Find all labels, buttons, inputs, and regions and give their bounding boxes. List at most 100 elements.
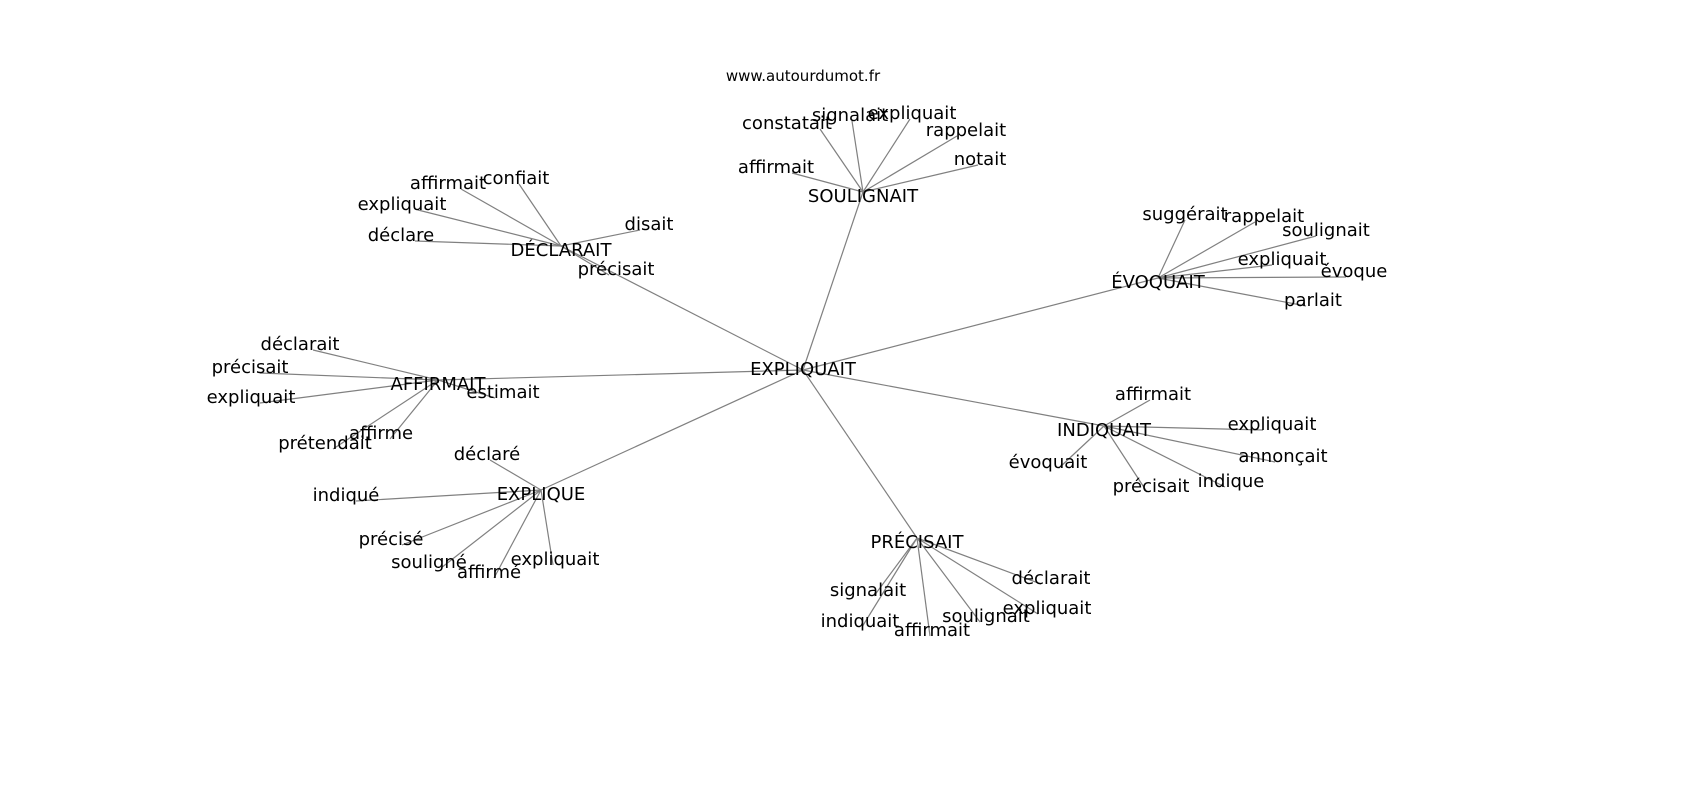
edge-hub-leaf — [560, 229, 641, 247]
edge-hub-leaf — [916, 537, 981, 623]
edge-hub-leaf — [861, 537, 918, 628]
leaf-node: souligné — [391, 552, 467, 573]
edge-hub-leaf — [460, 188, 562, 247]
leaf-node: affirmait — [738, 157, 814, 178]
hub-node: DÉCLARAIT — [511, 239, 613, 261]
hub-node: AFFIRMAIT — [391, 374, 487, 395]
edge-hub-leaf — [414, 240, 562, 247]
edge-hub-leaf — [1157, 235, 1317, 279]
hub-node: PRÉCISAIT — [871, 531, 965, 553]
leaf-node: rappelait — [926, 120, 1006, 141]
edge-hub-leaf — [518, 183, 562, 247]
leaf-node: affirmait — [1115, 384, 1191, 405]
leaf-node: expliquait — [1228, 414, 1317, 435]
leaf-node: affirme — [349, 423, 413, 444]
edge-hub-leaf — [417, 209, 562, 247]
leaf-node: précisait — [578, 259, 655, 280]
edge-center-hub — [802, 369, 918, 539]
leaf-node: parlait — [1284, 290, 1342, 311]
edge-center-hub — [802, 191, 864, 371]
hub-node: ÉVOQUAIT — [1111, 271, 1206, 293]
center-node: EXPLIQUAIT — [750, 359, 857, 380]
edge-hub-leaf — [312, 349, 439, 381]
edge-center-hub — [802, 277, 1159, 371]
leaf-node: indiqué — [313, 485, 380, 506]
leaf-node: précisait — [212, 357, 289, 378]
leaf-node: expliquait — [511, 549, 600, 570]
leaf-node: expliquait — [1003, 598, 1092, 619]
edge-hub-leaf — [493, 489, 542, 579]
edge-hub-leaf — [1103, 425, 1148, 493]
edge-hub-leaf — [1058, 425, 1105, 469]
hub-node: SOULIGNAIT — [808, 186, 919, 207]
leaf-node: évoque — [1321, 261, 1388, 282]
leaf-node: affirmé — [457, 562, 521, 583]
leaf-node: précisait — [1113, 476, 1190, 497]
labels: EXPLIQUAITSOULIGNAITconstataitsignalaite… — [207, 103, 1388, 641]
edge-hub-leaf — [540, 489, 554, 566]
edge-hub-leaf — [1103, 425, 1276, 463]
edge-hub-leaf — [819, 128, 864, 193]
leaf-node: évoquait — [1009, 452, 1088, 473]
edge-hub-leaf — [389, 379, 439, 440]
edge-hub-leaf — [862, 135, 958, 193]
leaf-node: signalait — [812, 105, 888, 126]
leaf-node: suggérait — [1142, 204, 1227, 225]
edge-hub-leaf — [259, 372, 439, 381]
leaf-node: notait — [954, 149, 1007, 170]
edge-hub-leaf — [851, 120, 864, 193]
leaf-node: constatait — [742, 113, 832, 134]
edge-hub-leaf — [873, 537, 918, 597]
edge-hub-leaf — [862, 118, 911, 193]
edge-center-hub — [560, 245, 804, 371]
edge-hub-leaf — [1157, 276, 1347, 279]
edges — [259, 118, 1347, 637]
edge-center-hub — [540, 369, 804, 491]
edge-hub-leaf — [862, 164, 979, 193]
leaf-node: expliquait — [358, 194, 447, 215]
source-label: www.autourdumot.fr — [726, 67, 881, 85]
leaf-node: estimait — [466, 382, 539, 403]
edge-hub-leaf — [440, 489, 542, 569]
leaf-node: déclarait — [261, 334, 340, 355]
leaf-node: déclarait — [1012, 568, 1091, 589]
edge-hub-leaf — [332, 379, 439, 450]
edge-hub-leaf — [1157, 221, 1256, 279]
leaf-node: indique — [1198, 471, 1265, 492]
edge-hub-leaf — [916, 537, 931, 637]
edge-hub-leaf — [560, 245, 610, 276]
leaf-node: disait — [625, 214, 674, 235]
leaf-node: soulignait — [942, 606, 1030, 627]
edge-center-hub — [437, 369, 804, 381]
edge-hub-leaf — [259, 379, 439, 404]
leaf-node: indiquait — [821, 611, 900, 632]
hub-node: INDIQUAIT — [1057, 420, 1152, 441]
leaf-node: confiait — [483, 168, 550, 189]
leaf-node: rappelait — [1224, 206, 1304, 227]
leaf-node: expliquait — [1238, 249, 1327, 270]
edge-hub-leaf — [916, 537, 1042, 585]
leaf-node: déclare — [368, 225, 435, 246]
leaf-node: expliquait — [868, 103, 957, 124]
leaf-node: affirmait — [410, 173, 486, 194]
leaf-node: précisé — [359, 529, 424, 550]
edge-hub-leaf — [489, 459, 542, 491]
hub-node: EXPLIQUE — [497, 484, 586, 505]
edge-hub-leaf — [401, 489, 542, 546]
edge-hub-leaf — [916, 537, 1039, 615]
edge-center-hub — [802, 369, 1105, 427]
leaf-node: déclaré — [454, 444, 521, 465]
leaf-node: affirmait — [894, 620, 970, 641]
edge-hub-leaf — [1103, 425, 1264, 431]
edge-hub-leaf — [1157, 219, 1186, 279]
leaf-node: signalait — [830, 580, 906, 601]
edge-hub-leaf — [1157, 264, 1273, 279]
leaf-node: prétendait — [278, 433, 372, 454]
edge-hub-leaf — [1103, 425, 1226, 488]
edge-hub-leaf — [437, 379, 496, 399]
leaf-node: annonçait — [1238, 446, 1327, 467]
edge-hub-leaf — [791, 172, 864, 193]
edge-hub-leaf — [1103, 399, 1151, 427]
leaf-node: soulignait — [1282, 220, 1370, 241]
